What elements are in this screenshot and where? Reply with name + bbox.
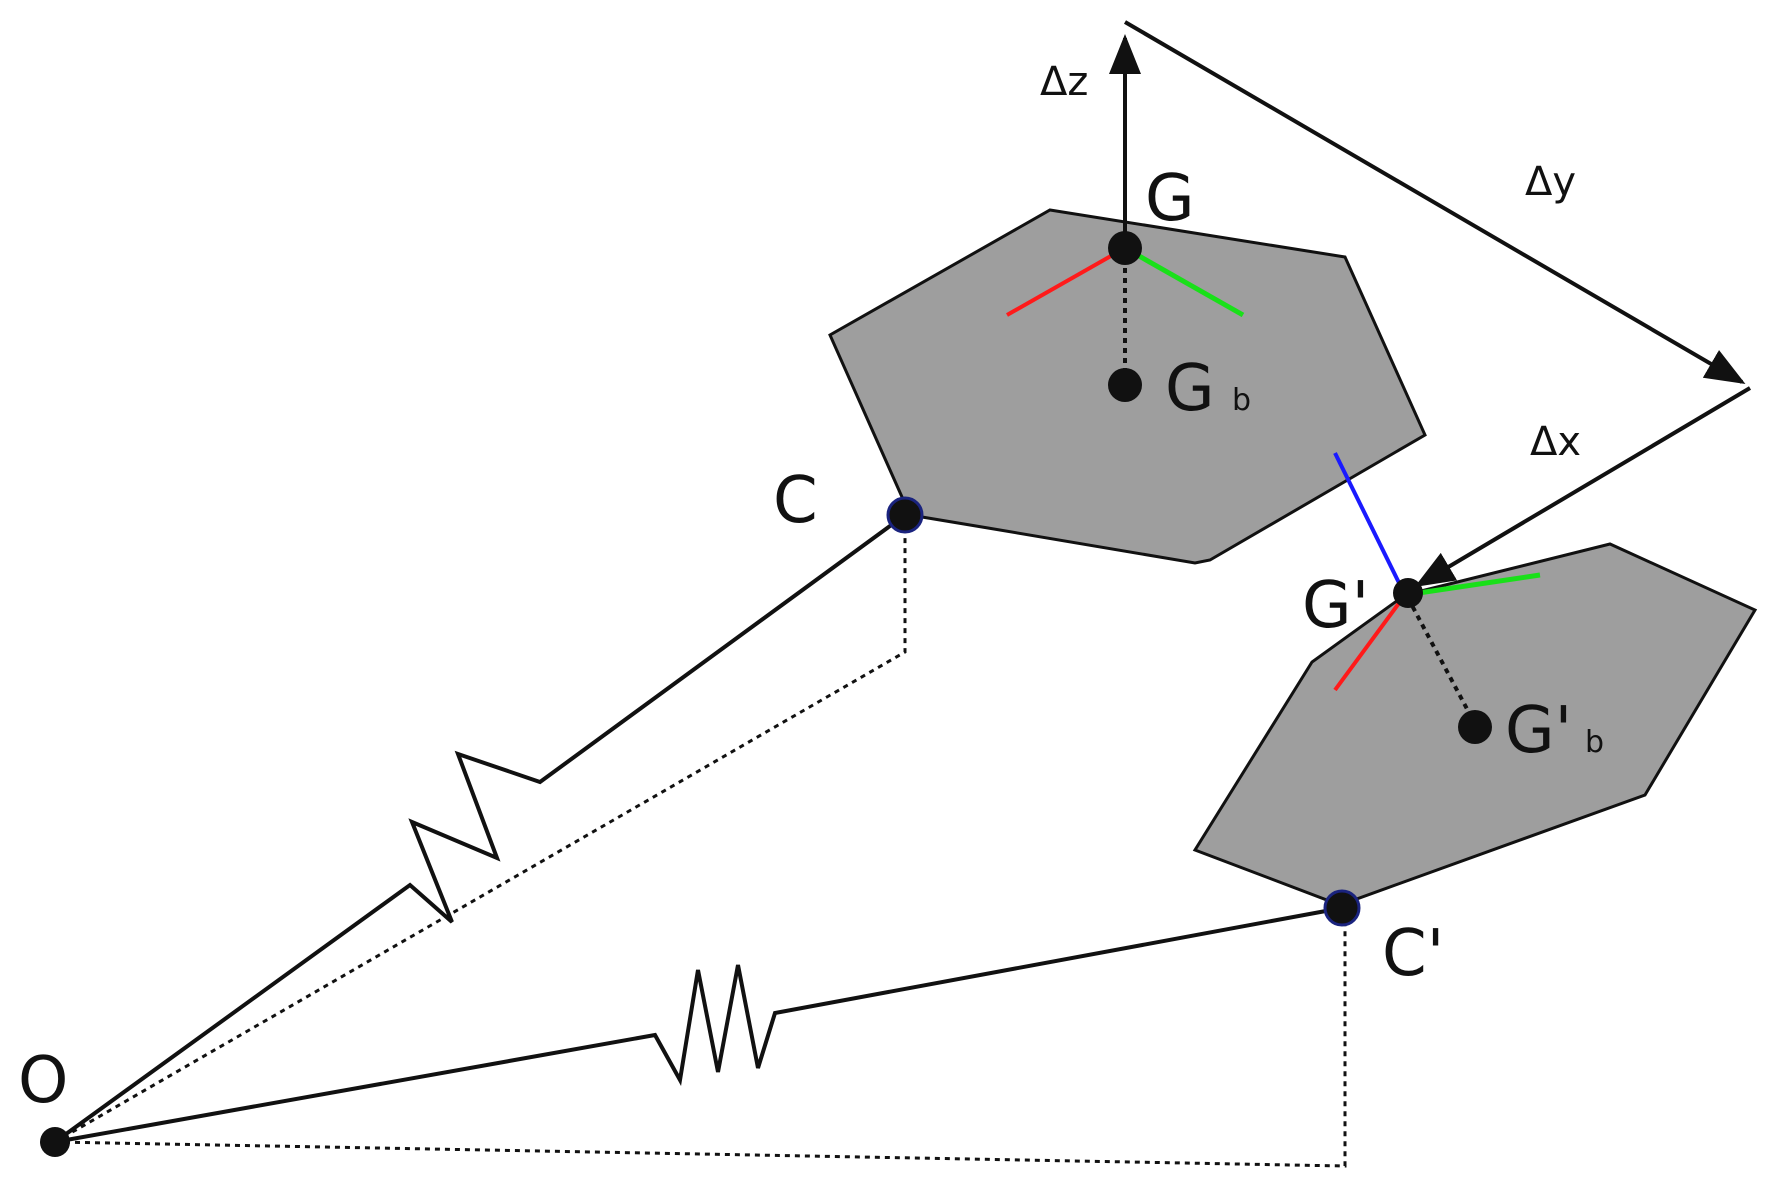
label-delta-x: Δx [1530,419,1581,465]
label-g-prime-b: G' [1505,694,1572,768]
spring-o-to-c [53,513,907,1144]
projection-o-c-prime [54,908,1347,1168]
point-g-prime-b [1458,710,1492,744]
label-g-prime: G' [1302,569,1369,643]
vector-delta-y [1123,20,1746,385]
label-origin: O [18,1044,68,1118]
axis-red-g [1006,246,1126,317]
vector-delta-x [1414,386,1752,588]
point-g-prime [1393,578,1423,608]
axis-blue-link [1333,452,1407,596]
label-delta-y: Δy [1525,159,1576,205]
label-c-prime: C' [1382,917,1444,991]
point-c-prime [1323,889,1361,927]
point-origin [40,1127,70,1157]
label-gb: G [1165,352,1215,426]
axis-green-g-prime [1404,572,1541,598]
projection-o-c [54,515,907,1144]
label-g: G [1145,162,1195,236]
point-g [1108,231,1142,265]
point-c [886,496,924,534]
label-c: C [773,464,818,538]
projection-gprime-gprimeb [1406,597,1477,725]
point-gb [1108,368,1142,402]
axis-green-g [1123,245,1245,318]
axis-red-g-prime [1333,593,1407,692]
label-delta-z: Δz [1040,59,1088,105]
spring-o-to-c-prime [54,906,1343,1144]
label-gb-subscript: b [1232,383,1251,418]
label-g-prime-b-subscript: b [1585,725,1604,760]
